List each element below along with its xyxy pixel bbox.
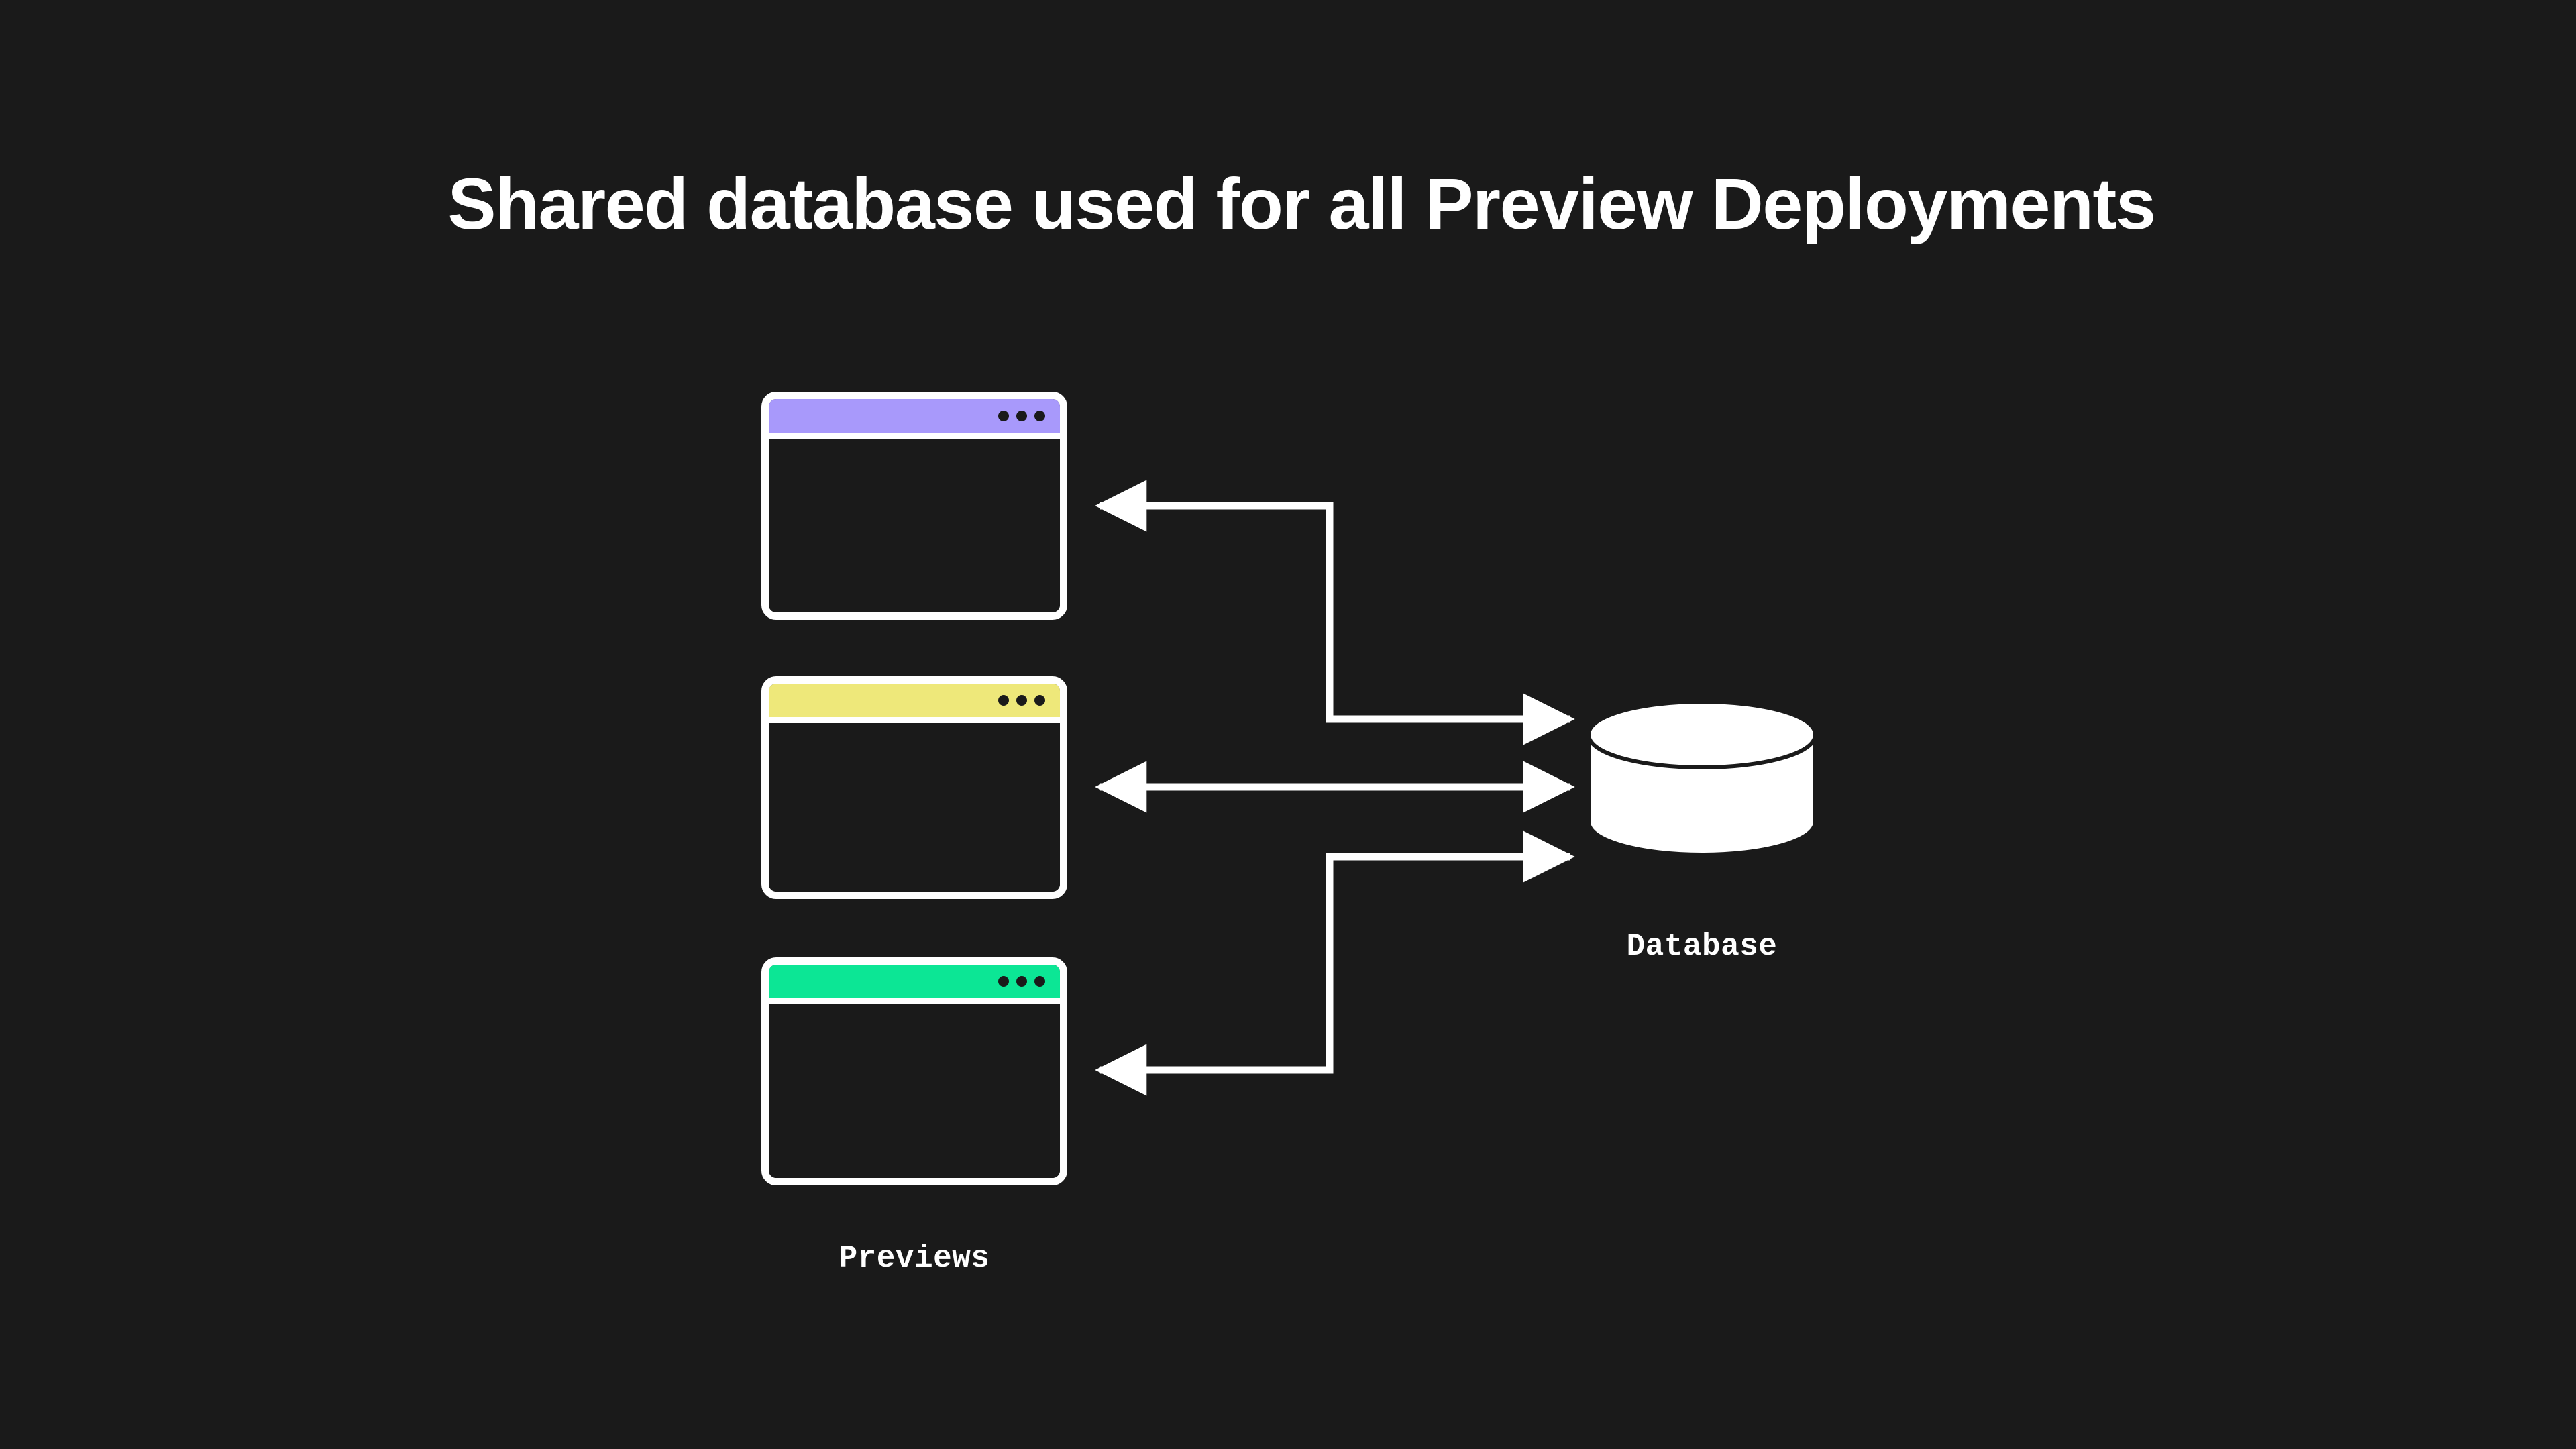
preview-window-green[interactable] (761, 957, 1067, 1185)
database-cylinder-icon (1589, 704, 1815, 853)
database-caption: Database (1626, 929, 1778, 964)
window-controls (998, 976, 1045, 987)
preview-window-yellow[interactable] (761, 676, 1067, 899)
previews-caption: Previews (839, 1241, 990, 1276)
window-dot-icon (998, 695, 1009, 706)
window-dot-icon (1034, 695, 1045, 706)
connector-preview-1 (1095, 480, 1575, 745)
window-dot-icon (1034, 976, 1045, 987)
window-dot-icon (1034, 411, 1045, 421)
window-dot-icon (998, 976, 1009, 987)
window-titlebar (769, 399, 1060, 439)
cylinder-top (1591, 704, 1813, 765)
window-dot-icon (998, 411, 1009, 421)
window-content-area (769, 439, 1060, 612)
window-dot-icon (1016, 411, 1027, 421)
window-dot-icon (1016, 695, 1027, 706)
window-dot-icon (1016, 976, 1027, 987)
preview-window-purple[interactable] (761, 392, 1067, 620)
page-title: Shared database used for all Preview Dep… (447, 163, 2156, 244)
window-content-area (769, 723, 1060, 892)
window-content-area (769, 1004, 1060, 1178)
window-titlebar (769, 965, 1060, 1004)
window-controls (998, 411, 1045, 421)
window-controls (998, 695, 1045, 706)
connector-preview-3 (1095, 830, 1575, 1096)
window-titlebar (769, 684, 1060, 723)
